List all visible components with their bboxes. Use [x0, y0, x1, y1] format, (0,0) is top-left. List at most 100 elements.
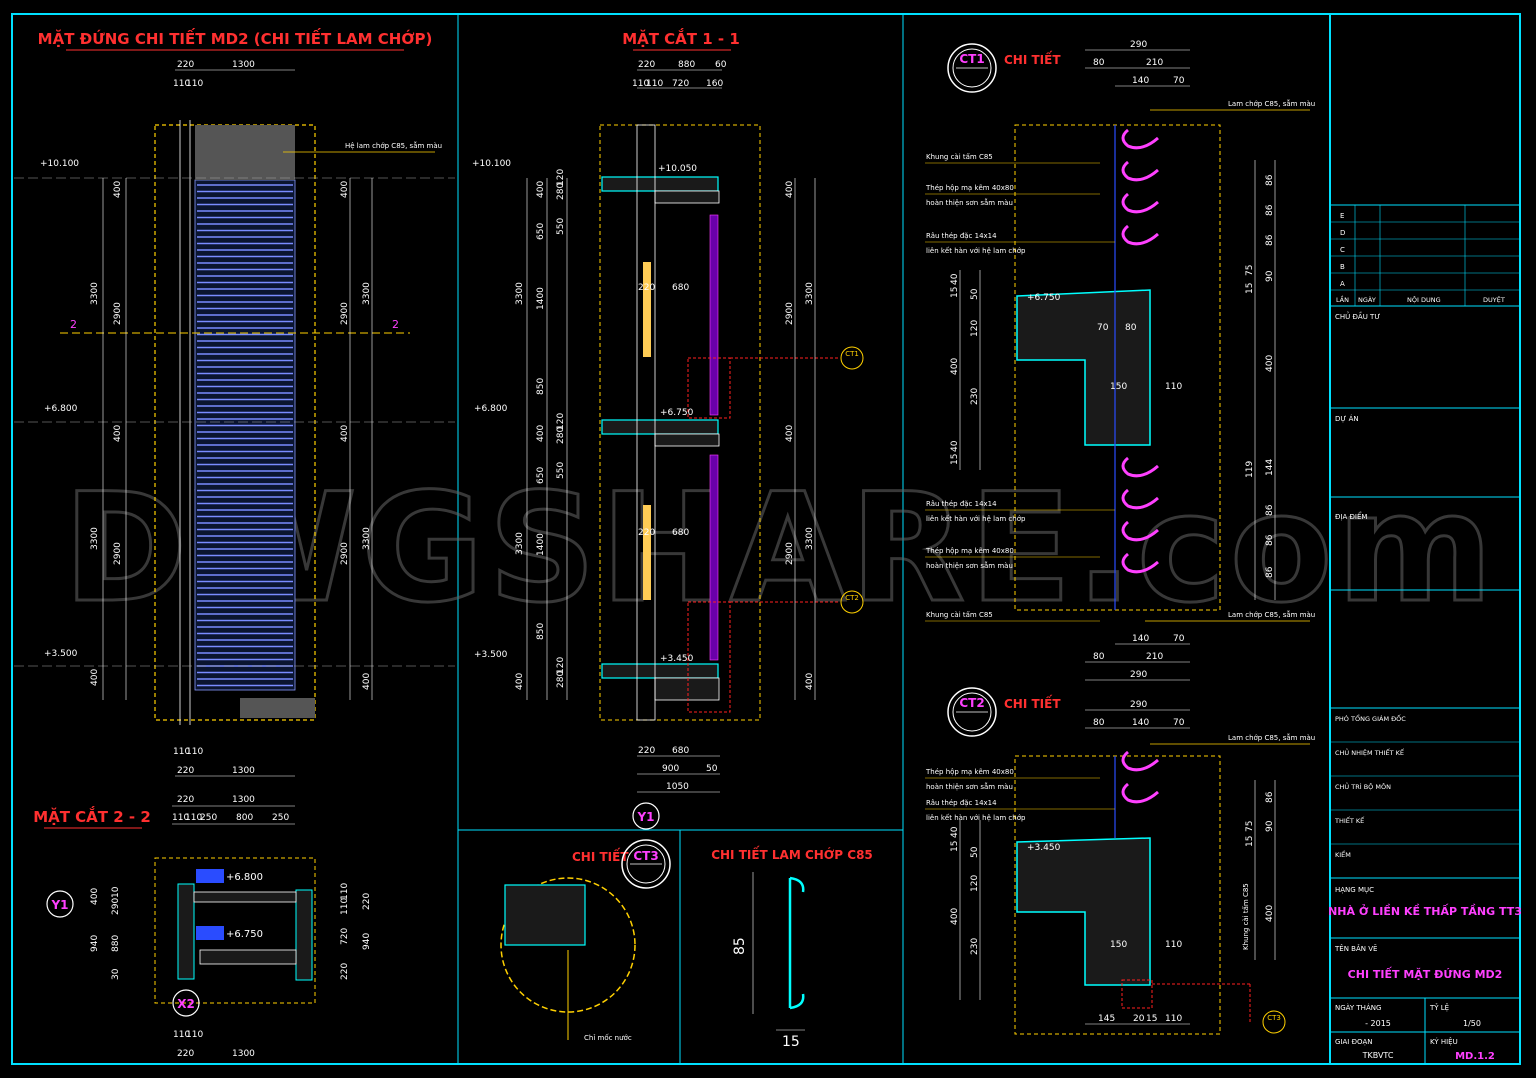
elevation-level-3: +3.500 — [44, 649, 78, 659]
section22-outline — [154, 857, 316, 1004]
elevation-top-dim-3: 110 — [173, 79, 190, 89]
ct1-rd-10: 86 — [1265, 504, 1275, 516]
ct2-label: CHI TIẾT — [1004, 695, 1061, 711]
section11-ct1-label: CT1 — [845, 350, 859, 358]
ct2-bd-2: 20 — [1133, 1014, 1145, 1024]
ct1-ld-6: 230 — [970, 388, 980, 405]
s11-li-6: 550 — [556, 462, 566, 479]
elevation-bottom-dim-1: 110 — [173, 747, 190, 757]
elevation-top-dim-4: 110 — [186, 79, 203, 89]
s11-bd-4: 50 — [706, 764, 718, 774]
ct1-td-4: 140 — [1132, 76, 1149, 86]
ct2-id-1: 150 — [1110, 940, 1127, 950]
ct2-td-2: 80 — [1093, 718, 1105, 728]
section22-left-dims: 400 10 290 880 940 30 — [90, 886, 121, 980]
ct2-note-vertical: Khung cài tấm C85 — [1242, 883, 1250, 950]
s22-td-6: 800 — [236, 813, 253, 823]
tb-scale-label: TỶ LỆ — [1429, 1003, 1449, 1012]
s11-li-1: 280 — [556, 183, 566, 200]
ct1-bubble-outer — [947, 43, 997, 93]
tb-project-label: DỰ ÁN — [1335, 414, 1359, 423]
louver-hook — [1121, 488, 1159, 510]
revision-letter: D — [1340, 229, 1345, 237]
louver-view: CHI TIẾT LAM CHỚP C85 85 15 — [711, 846, 873, 1050]
tb-date-label: NGÀY THÁNG — [1335, 1003, 1381, 1012]
s11-li-5: 120 — [556, 413, 566, 430]
ct1-ld-1: 40 — [950, 273, 960, 285]
louver-hook — [1121, 192, 1159, 214]
revision-header: DUYỆT — [1483, 295, 1505, 304]
s11-li-3: 550 — [556, 218, 566, 235]
elevation-view: MẶT ĐỨNG CHI TIẾT MD2 (CHI TIẾT LAM CHỚP… — [14, 27, 455, 777]
ct2-n-3: Râu thép đặc 14x14 — [926, 799, 997, 807]
elev-rd-6: 3300 — [362, 527, 372, 550]
ct2-outline — [1014, 755, 1221, 1035]
tb-category-label: HẠNG MỤC — [1335, 886, 1374, 894]
tb-owner-label: CHỦ ĐẦU TƯ — [1335, 311, 1380, 321]
ct1-ld-2: 15 — [950, 287, 960, 298]
s11-id-2: 680 — [672, 283, 689, 293]
s11-ld-9: 1400 — [536, 533, 546, 556]
ct2-bd-1: 145 — [1098, 1014, 1115, 1024]
ct2-id-2: 110 — [1165, 940, 1182, 950]
ct2-rd-5: 400 — [1265, 905, 1275, 922]
revision-header: NỘI DUNG — [1407, 295, 1441, 304]
s11-bd-5: 1050 — [666, 782, 689, 792]
s22-rd-6: 220 — [340, 963, 350, 980]
s22-rd-5: 940 — [362, 933, 372, 950]
ct1-n-7: liên kết hàn với hệ lam chớp — [926, 515, 1026, 523]
s22-td-3: 110 — [172, 813, 189, 823]
ct1-id-4: 110 — [1165, 382, 1182, 392]
s11-level-i3: +3.450 — [660, 654, 694, 664]
s11-level-l2: +6.800 — [474, 404, 508, 414]
ct3-bubble-inner — [626, 844, 666, 884]
s11-rd-7: 400 — [805, 673, 815, 690]
section11-grid-y1-label: Y1 — [636, 810, 654, 824]
ct1-bd-2: 70 — [1173, 634, 1185, 644]
elevation-cut-mark-left: 2 — [70, 318, 77, 331]
louver-hook — [1121, 160, 1159, 182]
ct1-id-1: 70 — [1097, 323, 1109, 333]
s11-bd-3: 900 — [662, 764, 679, 774]
ct1-ld-4: 50 — [970, 288, 980, 300]
ct2-bottom-dims: 145 20 15 110 — [1085, 1014, 1190, 1025]
louver-hook — [1121, 456, 1159, 478]
s11-li-7: 280 — [556, 671, 566, 688]
elev-rd-1: 400 — [340, 181, 350, 198]
s11-td-1: 220 — [638, 60, 655, 70]
ct1-n-8: Thép hộp mạ kẽm 40x80 — [925, 547, 1014, 555]
elev-rd-3: 3300 — [362, 282, 372, 305]
ct2-right-dims: 86 75 90 15 400 — [1245, 780, 1276, 960]
s11-td-5: 110 — [646, 79, 663, 89]
section22-grid-y1 — [46, 890, 74, 918]
s11-level-i1: +10.050 — [658, 164, 697, 174]
ct1-top-dims: 290 80 210 140 70 — [1085, 40, 1190, 87]
ct2-n-4: liên kết hàn với hệ lam chớp — [926, 814, 1026, 822]
s11-id-3: 220 — [638, 528, 655, 538]
tb-date: - 2015 — [1365, 1019, 1391, 1028]
ct2-view: CT2 CHI TIẾT +3.450 Lam chớp C85, sẫm mà… — [925, 687, 1315, 1035]
elevation-note: Hệ lam chớp C85, sẫm màu — [345, 141, 442, 150]
watermark: DWGSHARE.com — [63, 462, 1497, 636]
staff-label: KIỂM — [1335, 849, 1351, 859]
elevation-louver-field — [194, 179, 296, 691]
section11-slab-mid — [601, 419, 720, 447]
ct1-left-dims: 40 15 120 50 400 230 40 15 — [950, 270, 981, 470]
ct2-beam — [1016, 837, 1151, 986]
ct1-ld-3: 120 — [970, 320, 980, 337]
s22-ld-1: 400 — [90, 888, 100, 905]
s11-ld-5: 850 — [536, 378, 546, 395]
s22-ld-3: 290 — [111, 898, 121, 915]
s11-ld-11: 400 — [515, 673, 525, 690]
section22-grid-x2-label: X2 — [177, 997, 195, 1011]
ct2-ld-6: 230 — [970, 938, 980, 955]
ct1-bd-5: 290 — [1130, 670, 1147, 680]
louver-hook — [1121, 520, 1159, 542]
staff-label: PHÓ TỔNG GIÁM ĐỐC — [1335, 713, 1406, 723]
s11-td-6: 720 — [672, 79, 689, 89]
ct1-rd-9: 144 — [1265, 459, 1275, 476]
s11-id-1: 220 — [638, 283, 655, 293]
elev-rd-5: 2900 — [340, 542, 350, 565]
s11-ld-8: 3300 — [515, 532, 525, 555]
revision-letter: C — [1340, 246, 1345, 254]
